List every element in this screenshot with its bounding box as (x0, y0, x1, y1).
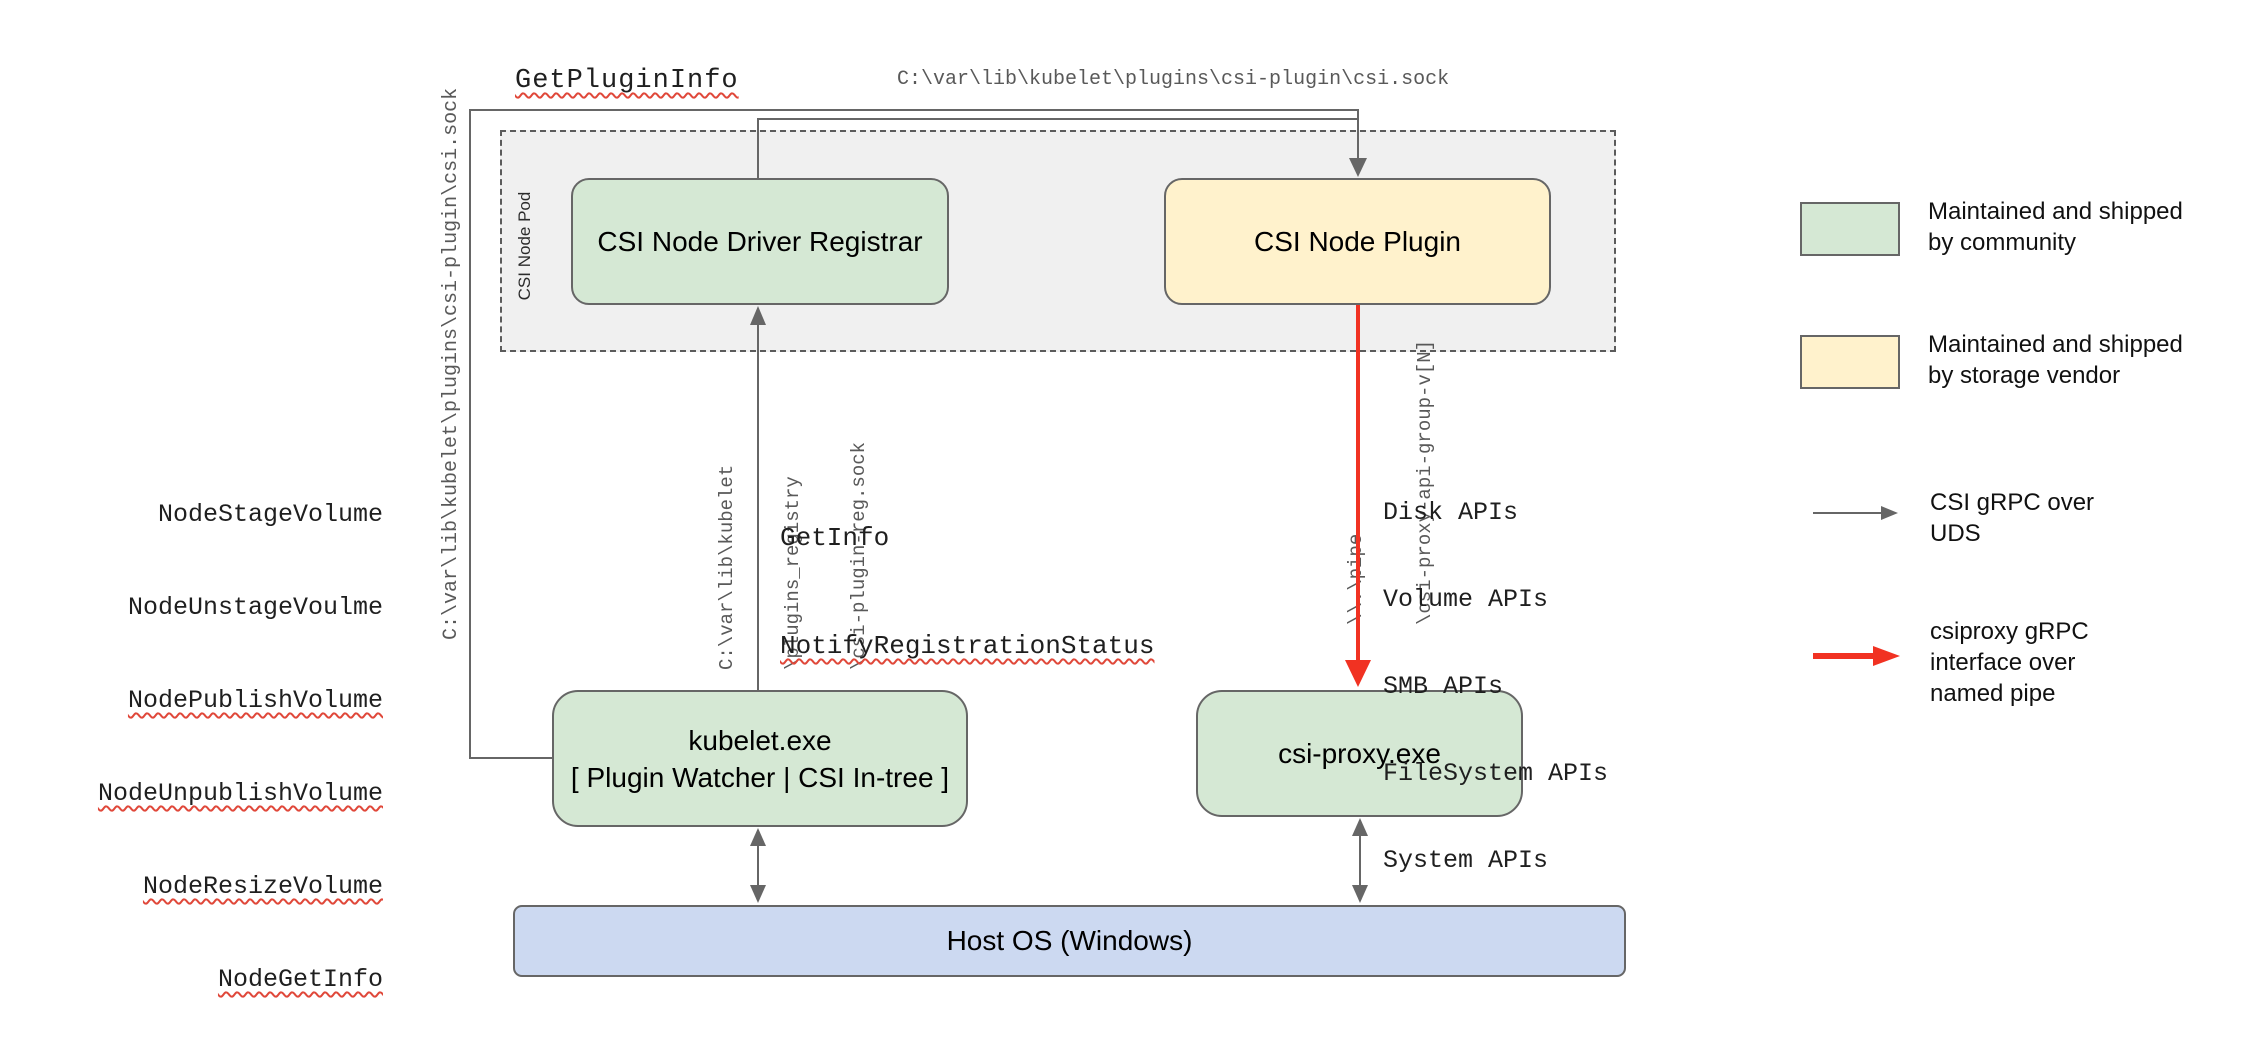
registry-socket-path-line1: C:\var\lib\kubelet (716, 464, 738, 670)
node-rpc-item: NodeStageVolume (157, 500, 383, 529)
proxy-api-item: SMB APIs (1383, 672, 1504, 701)
proxy-api-item: Disk APIs (1383, 498, 1519, 527)
node-rpc-item: NodeResizeVolume (142, 872, 383, 901)
notify-registration-status-label: NotifyRegistrationStatus (780, 631, 1155, 661)
legend-pipe-line3: named pipe (1930, 680, 2056, 707)
legend-vendor-line2: by storage vendor (1928, 362, 2121, 389)
host-os-box: Host OS (Windows) (513, 905, 1626, 977)
legend-uds-arrow-icon (1881, 506, 1898, 520)
node-rpc-item: NodeUnpublishVolume (97, 779, 383, 808)
legend-community-line1: Maintained and shipped (1928, 198, 2183, 225)
node-rpc-item: NodeGetInfo (217, 965, 383, 994)
legend-pipe-arrow-icon (1873, 646, 1900, 666)
registration-rpc-labels: GetInfo NotifyRegistrationStatus (780, 448, 1154, 736)
legend-uds-line2: UDS (1930, 520, 1981, 547)
proxy-api-item: Volume APIs (1383, 585, 1549, 614)
legend-vendor-line1: Maintained and shipped (1928, 331, 2183, 358)
arrow-into-csiproxy-icon (1345, 660, 1371, 687)
legend-uds-text: CSI gRPC over UDS (1930, 487, 2094, 549)
csi-node-plugin-box: CSI Node Plugin (1164, 178, 1551, 305)
node-rpc-item: NodePublishVolume (127, 686, 383, 715)
named-pipe-line1: \\.\pipe (1345, 533, 1367, 625)
proxy-api-item: FileSystem APIs (1383, 759, 1609, 788)
legend-pipe-line1: csiproxy gRPC (1930, 618, 2089, 645)
legend-pipe-text: csiproxy gRPC interface over named pipe (1930, 616, 2089, 709)
csi-node-driver-registrar-box: CSI Node Driver Registrar (571, 178, 949, 305)
csi-node-plugin-label: CSI Node Plugin (1253, 225, 1461, 257)
csi-node-pod-label: CSI Node Pod (515, 191, 534, 301)
arrow-down-hostos-left-icon (750, 885, 766, 903)
arrow-up-kubelet-icon (750, 828, 766, 846)
left-socket-path-label: C:\var\lib\kubelet\plugins\csi-plugin\cs… (440, 87, 463, 640)
arrow-down-hostos-right-icon (1352, 885, 1368, 903)
csi-node-driver-registrar-label: CSI Node Driver Registrar (597, 225, 923, 257)
legend-vendor-text: Maintained and shipped by storage vendor (1928, 329, 2183, 391)
get-info-label: GetInfo (780, 523, 890, 553)
proxy-api-list: Disk APIs Volume APIs SMB APIs FileSyste… (1383, 440, 1608, 933)
node-rpc-list: NodeStageVolume NodeUnstageVoulme NodePu… (60, 437, 383, 1044)
named-pipe-path-label: \\.\pipe \csi-proxy-api-group-v[N] (1299, 340, 1436, 625)
legend-pipe-line2: interface over (1930, 649, 2076, 676)
legend-community-line2: by community (1928, 229, 2077, 256)
node-rpc-item: NodeUnstageVoulme (127, 593, 383, 622)
kubelet-label-line2: [ Plugin Watcher | CSI In-tree ] (570, 761, 950, 793)
arrow-up-csiproxy-icon (1352, 818, 1368, 836)
legend-community-swatch (1800, 202, 1900, 256)
proxy-api-item: System APIs (1383, 846, 1549, 875)
host-os-label: Host OS (Windows) (946, 925, 1193, 956)
legend-vendor-swatch (1800, 335, 1900, 389)
top-socket-path-label: C:\var\lib\kubelet\plugins\csi-plugin\cs… (897, 68, 1450, 91)
legend-community-text: Maintained and shipped by community (1928, 196, 2183, 258)
get-plugin-info-label: GetPluginInfo (515, 66, 739, 96)
legend-uds-line1: CSI gRPC over (1930, 489, 2095, 516)
registry-socket-path-label: C:\var\lib\kubelet \plugins_registry \cs… (672, 442, 870, 670)
